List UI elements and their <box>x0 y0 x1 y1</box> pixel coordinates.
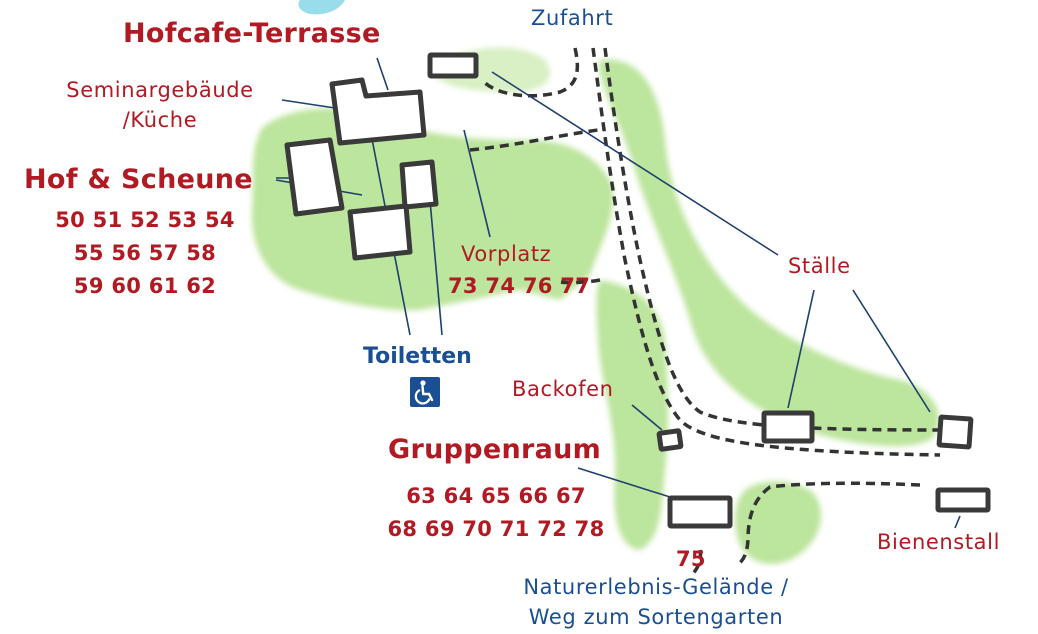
hofcafe-terrasse-label: Hofcafe-Terrasse <box>123 18 381 49</box>
bienenstall-label: Bienenstall <box>877 530 1001 554</box>
building-backofen <box>656 428 684 452</box>
staelle-label: Ställe <box>788 254 851 278</box>
number-row: 55 56 57 58 <box>73 241 217 265</box>
sortengarten-line: Weg zum Sortengarten <box>528 605 784 629</box>
building-seminar-hofcafe <box>329 77 427 146</box>
hof-scheune-numbers: 50 51 52 53 54 55 56 57 58 59 60 61 62 <box>36 210 254 309</box>
gruppenraum-label: Gruppenraum <box>388 434 602 465</box>
kueche-line: /Küche <box>122 108 198 132</box>
seminargebaeude-line: Seminargebäude <box>66 78 254 102</box>
hof-scheune-label: Hof & Scheune <box>24 164 253 195</box>
building-stall-2 <box>936 414 974 450</box>
vorplatz-label: Vorplatz <box>461 242 552 266</box>
building-bienenstall <box>935 487 991 513</box>
water-area <box>298 0 345 15</box>
green-areas <box>251 47 939 564</box>
gruppenraum-numbers: 63 64 65 66 67 68 69 70 71 72 78 <box>367 486 625 552</box>
zufahrt-label: Zufahrt <box>531 6 614 30</box>
building-stall-1 <box>761 410 815 444</box>
toiletten-label: Toiletten <box>363 344 472 369</box>
wheelchair-icon <box>410 377 440 407</box>
building-hof <box>347 203 413 261</box>
number-row: 59 60 61 62 <box>73 274 217 298</box>
backofen-label: Backofen <box>512 377 614 401</box>
number-row: 50 51 52 53 54 <box>55 208 235 232</box>
naturerlebnis-line: Naturerlebnis-Gelände / <box>523 575 789 599</box>
seminargebaeude-label: Seminargebäude /Küche <box>47 80 273 131</box>
building-zufahrt-shed <box>427 52 479 79</box>
number-row: 63 64 65 66 67 <box>406 484 586 508</box>
naturerlebnis-label: Naturerlebnis-Gelände / Weg zum Sortenga… <box>496 577 816 628</box>
building-gruppenraum <box>667 495 733 529</box>
buildings <box>284 52 991 529</box>
vorplatz-numbers: 73 74 76 77 <box>448 274 591 298</box>
number-row: 68 69 70 71 72 78 <box>387 517 605 541</box>
naturerlebnis-number: 75 <box>676 547 706 571</box>
building-scheune <box>284 137 345 217</box>
building-toiletten <box>399 159 439 210</box>
